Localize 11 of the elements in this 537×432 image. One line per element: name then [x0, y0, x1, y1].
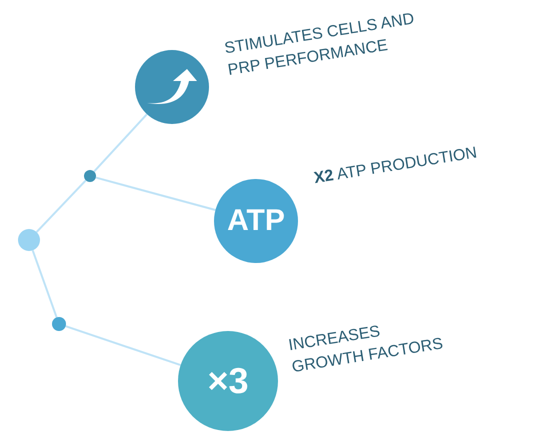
connector-line: [65, 325, 181, 366]
junction-dot: [52, 317, 66, 331]
connector-line: [36, 180, 87, 233]
junction-dot: [18, 229, 40, 251]
connector-line: [93, 114, 148, 172]
connector-line: [96, 176, 216, 211]
feature-description: INCREASES GROWTH FACTORS: [287, 322, 446, 378]
junction-dot: [84, 170, 96, 182]
circle-label: ×3: [207, 363, 249, 399]
circle-label: ATP: [227, 206, 285, 236]
connector-line: [32, 250, 58, 318]
